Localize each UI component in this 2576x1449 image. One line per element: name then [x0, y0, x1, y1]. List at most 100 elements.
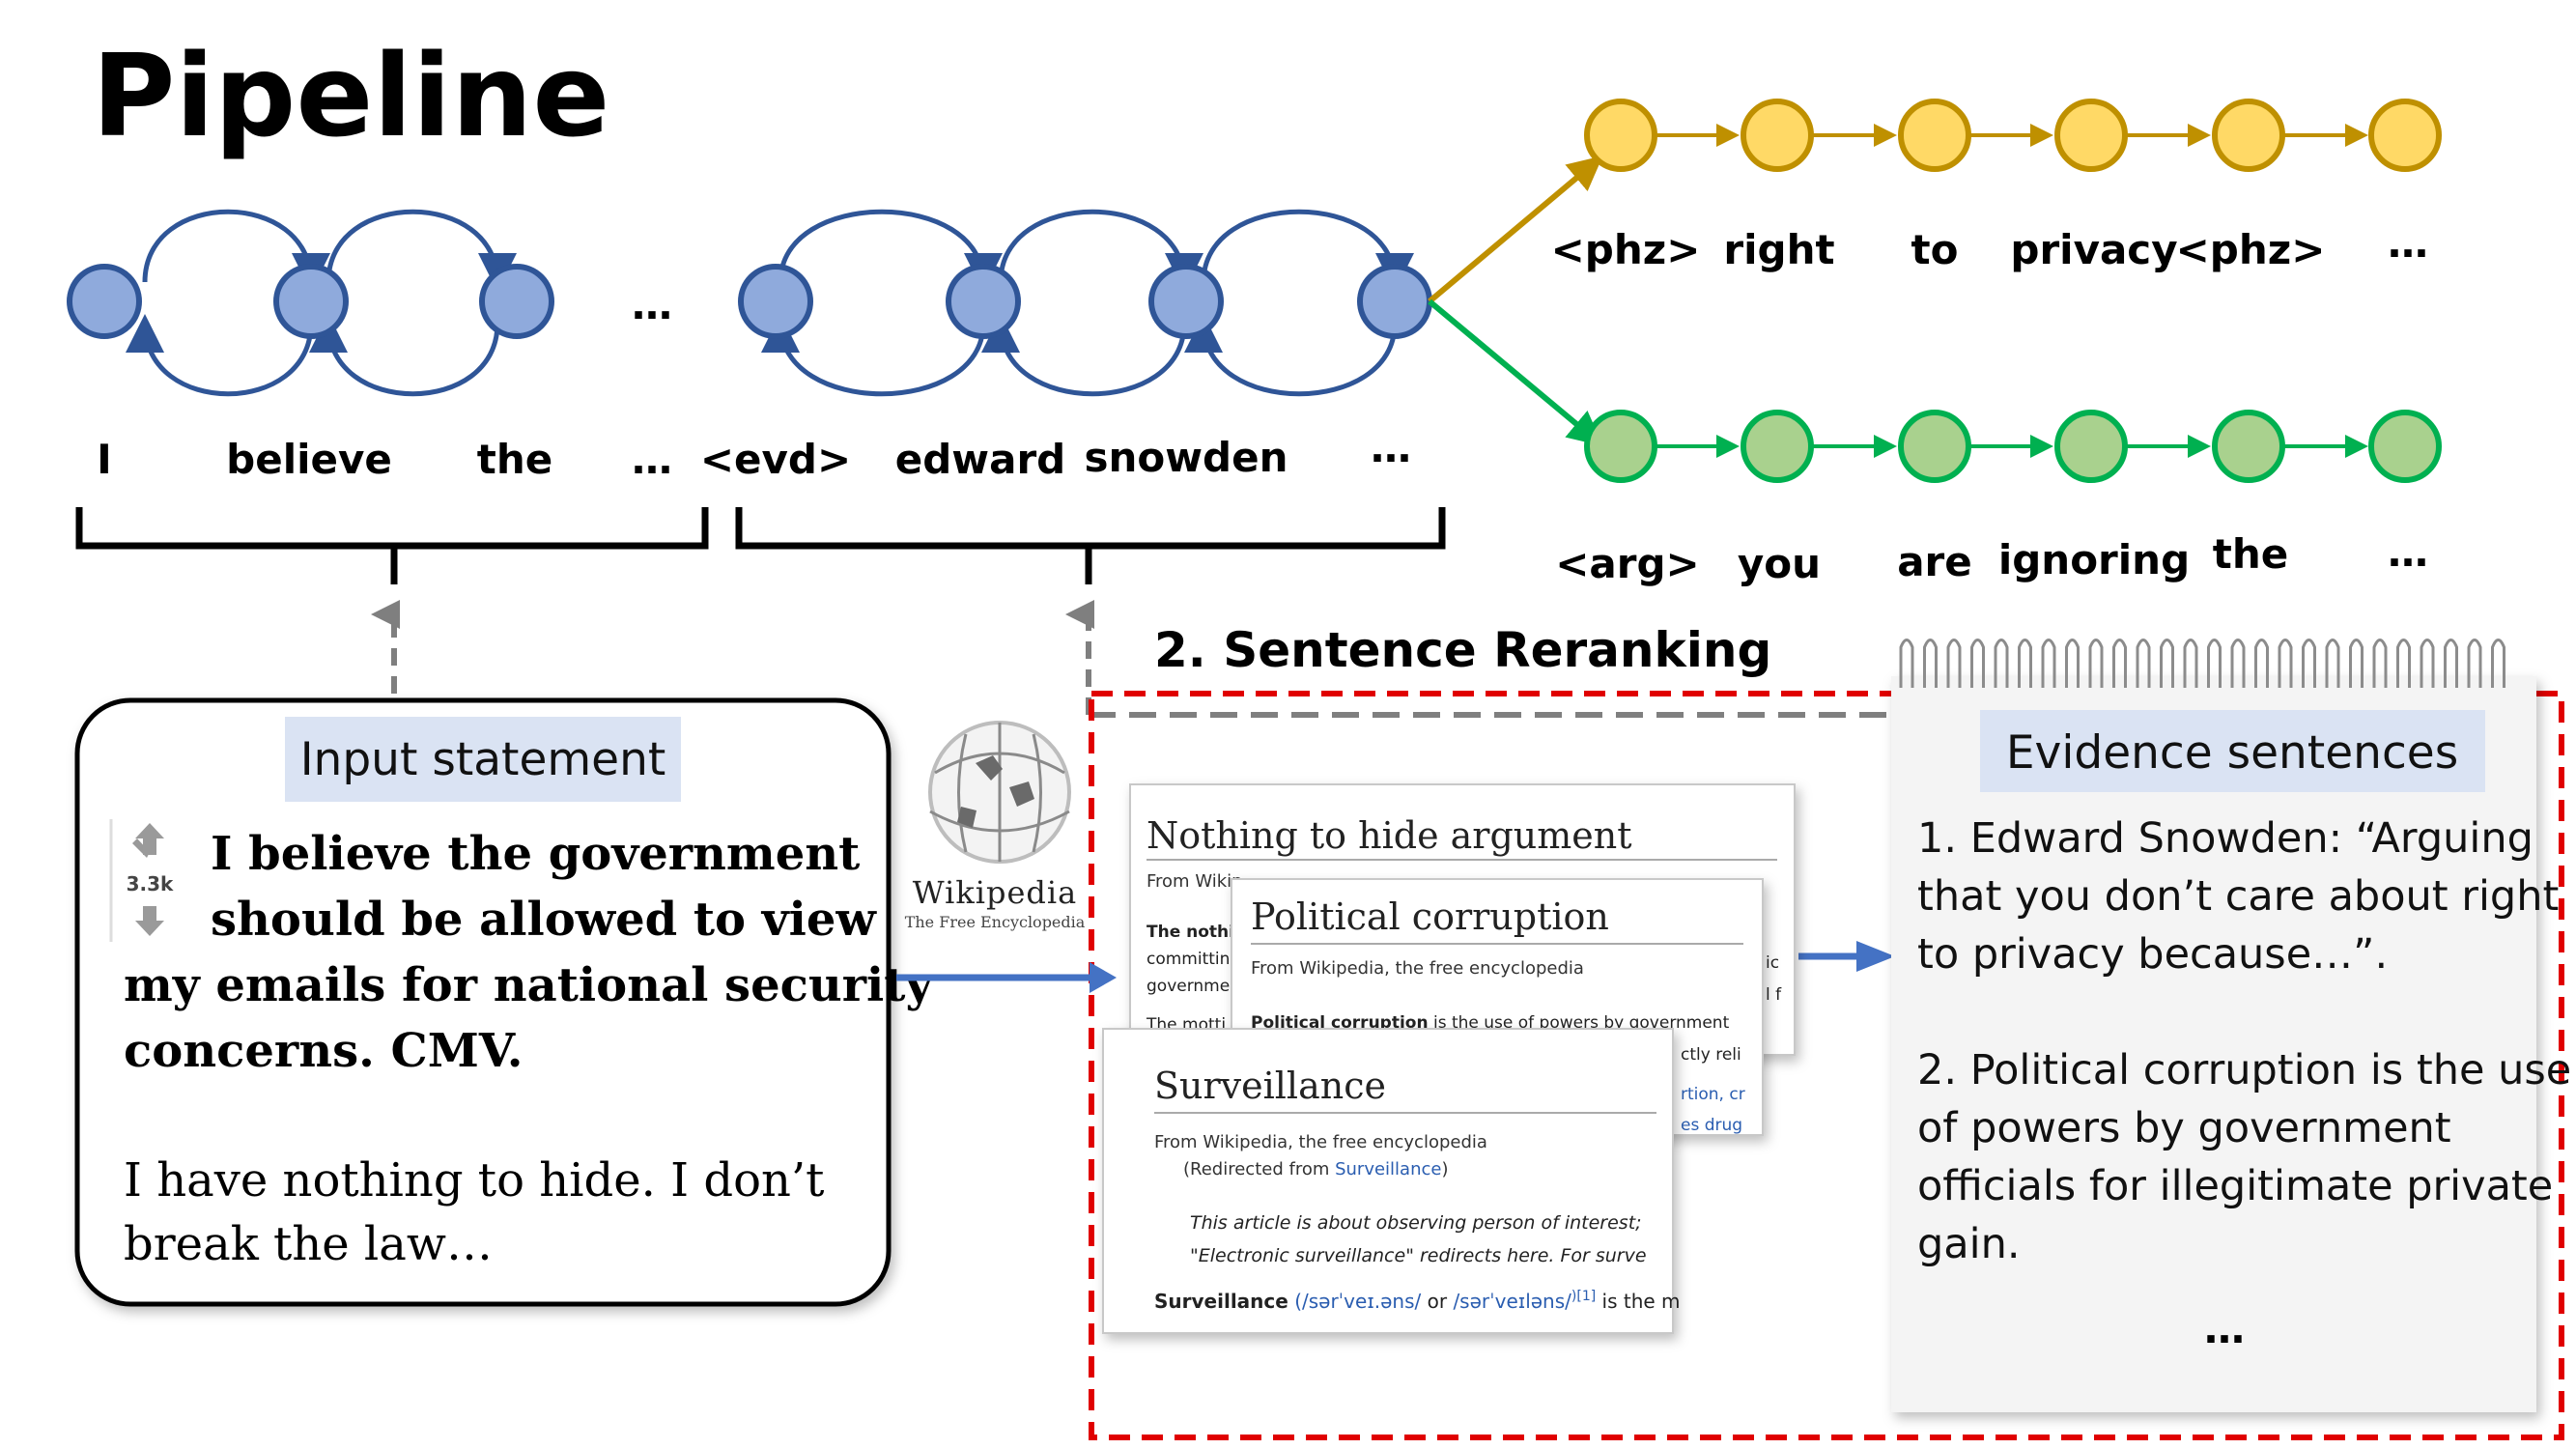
spiral-ring: [2325, 639, 2340, 688]
wikipedia-tagline: The Free Encyclopedia: [905, 913, 1086, 931]
upvote-icon[interactable]: [135, 823, 164, 855]
notepad-spiral: [1899, 639, 2505, 688]
svg-text:Surveillance (/sərˈveɪ.əns/ or: Surveillance (/sərˈveɪ.əns/ or /sərˈveɪl…: [1154, 1289, 1681, 1313]
svg-text:From Wikip: From Wikip: [1146, 871, 1243, 892]
token-label: to: [1911, 226, 1959, 273]
section-reranking-title: 2. Sentence Reranking: [1154, 622, 1771, 678]
spiral-ring: [2396, 639, 2411, 688]
token-label: you: [1738, 540, 1821, 587]
token-label: …: [1371, 424, 1411, 471]
evidence-ellipsis: …: [2204, 1305, 2245, 1352]
decoder-node: [2368, 99, 2442, 172]
spiral-ring: [2018, 639, 2032, 688]
svg-text:ctly reli: ctly reli: [1681, 1045, 1741, 1065]
spiral-ring: [2160, 639, 2174, 688]
token-label: ignoring: [1998, 536, 2190, 583]
decoder-node: [1741, 410, 1814, 483]
decoder-node: [1898, 99, 1971, 172]
svg-text:From Wikipedia, the free encyc: From Wikipedia, the free encyclopedia: [1251, 958, 1584, 979]
token-label: …: [2388, 528, 2428, 576]
token-label: …: [632, 436, 672, 483]
phrase-branch-arrow: [1428, 156, 1603, 304]
svg-text:(Redirected from Surveillance): (Redirected from Surveillance): [1183, 1159, 1449, 1179]
spiral-ring: [2088, 639, 2104, 688]
arrowhead: [1856, 941, 1895, 972]
decoder-node: [1898, 410, 1971, 483]
input-statement-label: Input statement: [300, 733, 666, 786]
vote-count: 3.3k: [127, 872, 174, 895]
spiral-ring: [1946, 639, 1962, 688]
evidence-encoder: [738, 209, 1432, 397]
token-label: <evd>: [700, 436, 851, 483]
evidence-sentences-label: Evidence sentences: [2006, 726, 2458, 780]
arrowhead: [1090, 962, 1117, 993]
svg-text:rtion, cr[interactable]: rtion, cr: [1681, 1085, 1745, 1104]
wiki-page-title: Political corruption: [1251, 895, 1609, 938]
svg-text:governme: governme: [1146, 977, 1230, 996]
token-label: snowden: [1084, 434, 1288, 481]
token-label: the: [477, 436, 552, 483]
encoder-node: [273, 264, 349, 339]
svg-text:es drug[interactable]: es drug: [1681, 1116, 1742, 1135]
spiral-ring: [2420, 639, 2435, 688]
encoder-arc: [761, 314, 986, 397]
statement-line: concerns. CMV.: [124, 1024, 523, 1078]
encoder-node: [738, 264, 813, 339]
svg-text:From Wikipedia, the free encyc: From Wikipedia, the free encyclopedia: [1154, 1132, 1487, 1152]
spiral-ring: [2372, 639, 2388, 688]
decoder-node: [2212, 410, 2285, 483]
encoder-node: [479, 264, 554, 339]
page-title: Pipeline: [92, 29, 609, 162]
statement-line: my emails for national security: [124, 958, 934, 1012]
evidence-line: of powers by government: [1917, 1104, 2451, 1152]
wiki-page-title: Nothing to hide argument: [1146, 814, 1632, 857]
evidence-line: 1. Edward Snowden: “Arguing: [1917, 814, 2534, 863]
decoder-node: [1584, 99, 1657, 172]
spiral-ring: [2112, 639, 2127, 688]
spiral-ring: [2444, 639, 2458, 688]
decoder-node: [2368, 410, 2442, 483]
evidence-line: to privacy because…”.: [1917, 930, 2388, 979]
evidence-line: that you don’t care about right: [1917, 872, 2559, 921]
phrase-decoder: [1584, 99, 2442, 172]
svg-text:ic: ic: [1766, 953, 1779, 973]
evidence-line: 2. Political corruption is the use: [1917, 1046, 2571, 1094]
spiral-ring: [2136, 639, 2151, 688]
spiral-ring: [2278, 639, 2293, 688]
spiral-ring: [1994, 639, 2009, 688]
encoder-arc: [998, 209, 1203, 292]
encoder-arc: [981, 314, 1187, 397]
token-label: are: [1897, 538, 1972, 585]
token-label: …: [2388, 219, 2428, 267]
argument-branch-arrow: [1428, 298, 1603, 446]
decoder-node: [2054, 410, 2128, 483]
argument-decoder: [1584, 410, 2442, 483]
decoder-node: [2054, 99, 2128, 172]
svg-text:"Electronic surveillance" redi: "Electronic surveillance" redirects here…: [1190, 1245, 1647, 1266]
spiral-ring: [2065, 639, 2080, 688]
brace-input: [75, 507, 709, 584]
ellipsis: …: [632, 281, 672, 328]
token-label: I: [97, 436, 112, 483]
encoder-arc: [1201, 209, 1414, 292]
token-label: <arg>: [1555, 540, 1700, 587]
decoder-node: [2212, 99, 2285, 172]
downvote-icon[interactable]: [135, 906, 164, 936]
statement-body-line: I have nothing to hide. I don’t: [124, 1153, 824, 1208]
token-label: right: [1723, 226, 1834, 273]
wiki-page-surveillance: Surveillance From Wikipedia, the free en…: [1102, 1028, 1681, 1334]
spiral-ring: [2183, 639, 2198, 688]
wikipedia-wordmark: Wikipedia: [913, 874, 1077, 911]
encoder-arc: [142, 209, 330, 292]
encoder-arc: [1184, 314, 1398, 397]
decoder-node: [1584, 410, 1657, 483]
token-label: privacy: [2010, 226, 2177, 273]
spiral-ring: [2467, 639, 2482, 688]
input-statement-card: Input statement 3.3k I believe the gover…: [74, 697, 934, 1307]
spiral-ring: [2230, 639, 2246, 688]
encoder-node: [67, 264, 142, 339]
encoder-arc: [778, 209, 1003, 292]
spiral-ring: [2207, 639, 2222, 688]
wikipedia-logo: Wikipedia The Free Encyclopedia: [905, 721, 1086, 931]
